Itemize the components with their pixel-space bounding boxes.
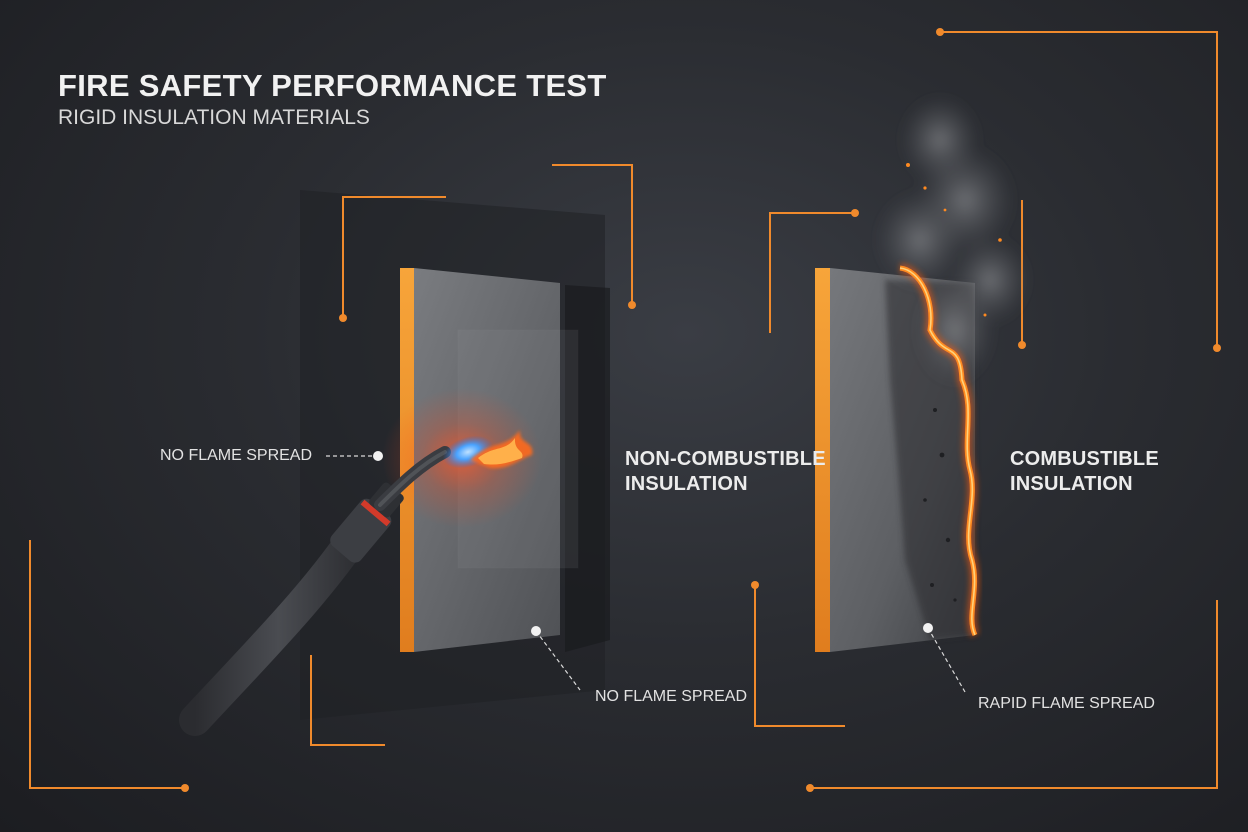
embers (906, 163, 1002, 317)
char-specks (923, 408, 957, 602)
torch-callout-dot (373, 451, 383, 461)
right-panel-callout-leader (927, 627, 966, 693)
frame-lines (29, 31, 1218, 789)
smoke-plume (875, 95, 1030, 385)
combustible-label-line1: COMBUSTIBLE (1010, 448, 1159, 470)
left-panel-callout-dot (531, 626, 541, 636)
non-combustible-label-line1: NON-COMBUSTIBLE (625, 448, 826, 470)
frame-dots (181, 28, 1221, 792)
left-panel-callout-text: NO FLAME SPREAD (595, 688, 748, 705)
torch (179, 446, 451, 736)
right-panel-callout-dot (923, 623, 933, 633)
non-combustible-label: NON-COMBUSTIBLE INSULATION (625, 447, 826, 497)
left-panel-callout-leader (535, 630, 581, 691)
page-title: FIRE SAFETY PERFORMANCE TEST (58, 68, 607, 103)
right-panel-callout-text: RAPID FLAME SPREAD (978, 695, 1155, 712)
combustible-label-line2: INSULATION (1010, 473, 1133, 495)
page-subtitle: RIGID INSULATION MATERIALS (58, 106, 370, 129)
combustible-label: COMBUSTIBLE INSULATION (1010, 447, 1159, 497)
torch-callout-text: NO FLAME SPREAD (160, 447, 313, 464)
flame-front (898, 263, 980, 638)
torch-flame (442, 430, 533, 469)
non-combustible-label-line2: INSULATION (625, 473, 748, 495)
